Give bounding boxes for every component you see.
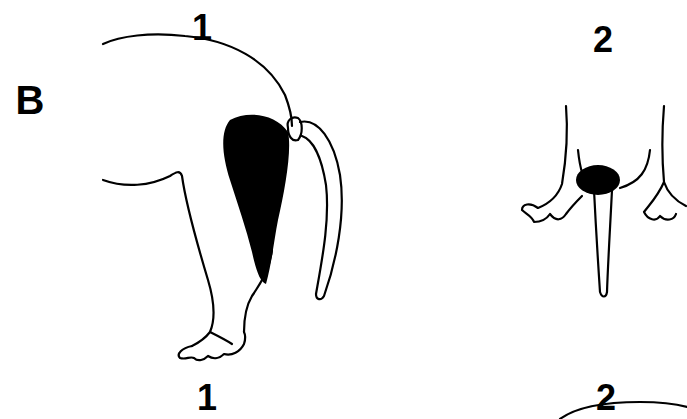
belly-outline xyxy=(103,172,182,185)
rear-inner-right xyxy=(620,150,650,188)
view-number: 2 xyxy=(593,22,613,58)
rear-left-leg xyxy=(522,106,582,222)
shaded-region xyxy=(223,115,289,284)
paw-line xyxy=(210,332,232,344)
back-outline xyxy=(103,34,292,126)
tail-root xyxy=(288,117,302,140)
rear-tail xyxy=(594,190,612,297)
view-number: 2 xyxy=(596,380,616,416)
panel-letter: B xyxy=(16,80,45,120)
next-figure-outline xyxy=(560,402,687,419)
tail-outline xyxy=(300,122,342,300)
paw-outline xyxy=(179,332,245,360)
shaded-spot xyxy=(576,165,620,195)
view-number: 1 xyxy=(197,380,217,416)
leg-front xyxy=(182,176,214,346)
view-number: 1 xyxy=(192,10,212,46)
rear-right-leg xyxy=(644,106,686,220)
